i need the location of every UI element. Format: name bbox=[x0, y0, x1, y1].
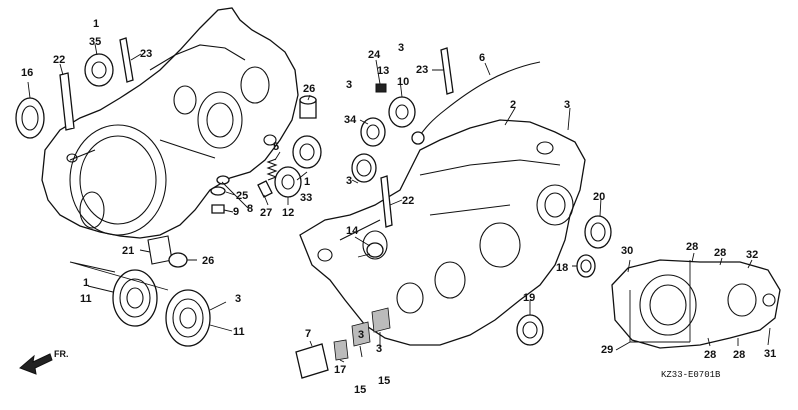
callout-31: 31 bbox=[764, 348, 776, 360]
right-small-parts bbox=[295, 47, 612, 379]
callout-3e: 3 bbox=[346, 175, 352, 187]
right-crankcase-cover bbox=[611, 259, 781, 349]
callout-1b: 1 bbox=[304, 176, 310, 188]
callout-1a: 1 bbox=[93, 18, 99, 30]
callout-15a: 15 bbox=[354, 384, 366, 396]
callout-17: 17 bbox=[334, 364, 346, 376]
callout-27: 27 bbox=[260, 207, 272, 219]
leader-lines bbox=[27, 43, 771, 363]
callout-3b: 3 bbox=[398, 42, 404, 54]
callout-26a: 26 bbox=[303, 83, 315, 95]
front-direction-arrow: FR. bbox=[19, 349, 69, 375]
callout-5: 5 bbox=[273, 141, 279, 153]
callout-28d: 28 bbox=[733, 349, 745, 361]
callout-2: 2 bbox=[510, 99, 516, 111]
callout-3a: 3 bbox=[235, 293, 241, 305]
callout-22b: 22 bbox=[402, 195, 414, 207]
callout-28b: 28 bbox=[714, 247, 726, 259]
callout-35: 35 bbox=[89, 36, 101, 48]
callout-8: 8 bbox=[247, 203, 253, 215]
callout-19: 19 bbox=[523, 292, 535, 304]
callout-1c: 1 bbox=[83, 277, 89, 289]
callout-20: 20 bbox=[593, 191, 605, 203]
callout-30: 30 bbox=[621, 245, 633, 257]
callout-28c: 28 bbox=[704, 349, 716, 361]
callout-32: 32 bbox=[746, 249, 758, 261]
callout-3f: 3 bbox=[358, 329, 364, 341]
callout-12: 12 bbox=[282, 207, 294, 219]
callout-23a: 23 bbox=[140, 48, 152, 60]
left-crankcase bbox=[41, 7, 299, 239]
callout-29: 29 bbox=[601, 344, 613, 356]
callout-21: 21 bbox=[122, 245, 134, 257]
callout-28a: 28 bbox=[686, 241, 698, 253]
callout-22a: 22 bbox=[53, 54, 65, 66]
callout-25: 25 bbox=[236, 190, 248, 202]
callout-23b: 23 bbox=[416, 64, 428, 76]
right-crankcase bbox=[299, 119, 586, 346]
left-small-parts bbox=[15, 37, 322, 347]
direction-label: FR. bbox=[54, 349, 69, 359]
callout-13: 13 bbox=[377, 65, 389, 77]
callout-3g: 3 bbox=[376, 343, 382, 355]
callout-10: 10 bbox=[397, 76, 409, 88]
callout-34: 34 bbox=[344, 114, 357, 126]
callout-11a: 11 bbox=[80, 293, 92, 305]
callout-labels: 1 35 22 23 16 26 5 1 33 25 8 9 27 12 21 … bbox=[21, 18, 776, 396]
callout-7: 7 bbox=[305, 328, 311, 340]
callout-33: 33 bbox=[300, 192, 312, 204]
callout-16: 16 bbox=[21, 67, 33, 79]
callout-3d: 3 bbox=[564, 99, 570, 111]
callout-6: 6 bbox=[479, 52, 485, 64]
callout-15b: 15 bbox=[378, 375, 390, 387]
callout-24: 24 bbox=[368, 49, 381, 61]
callout-9: 9 bbox=[233, 206, 239, 218]
callout-11b: 11 bbox=[233, 326, 245, 338]
callout-18: 18 bbox=[556, 262, 568, 274]
callout-14: 14 bbox=[346, 225, 359, 237]
diagram-caption: KZ33-E0701B bbox=[661, 370, 721, 380]
callout-3c: 3 bbox=[346, 79, 352, 91]
callout-26b: 26 bbox=[202, 255, 214, 267]
